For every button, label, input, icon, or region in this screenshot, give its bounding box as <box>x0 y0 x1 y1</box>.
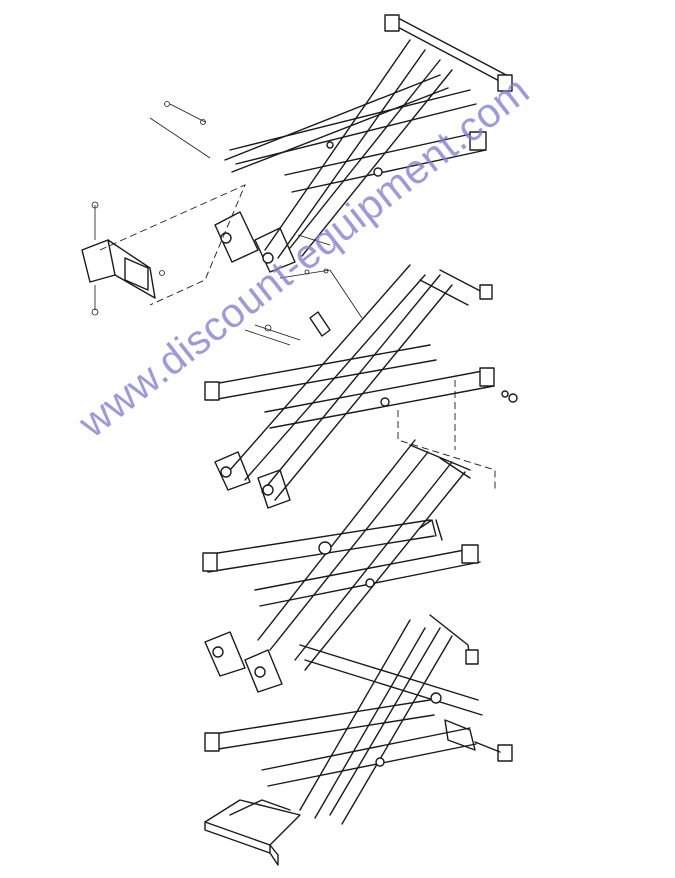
second-scissor-arm-assembly <box>204 264 518 509</box>
base-scissor-assembly <box>204 614 513 866</box>
third-scissor-arm-assembly <box>202 439 481 693</box>
top-scissor-arm-assembly <box>149 14 513 273</box>
mounting-bracket-detail <box>81 184 246 316</box>
